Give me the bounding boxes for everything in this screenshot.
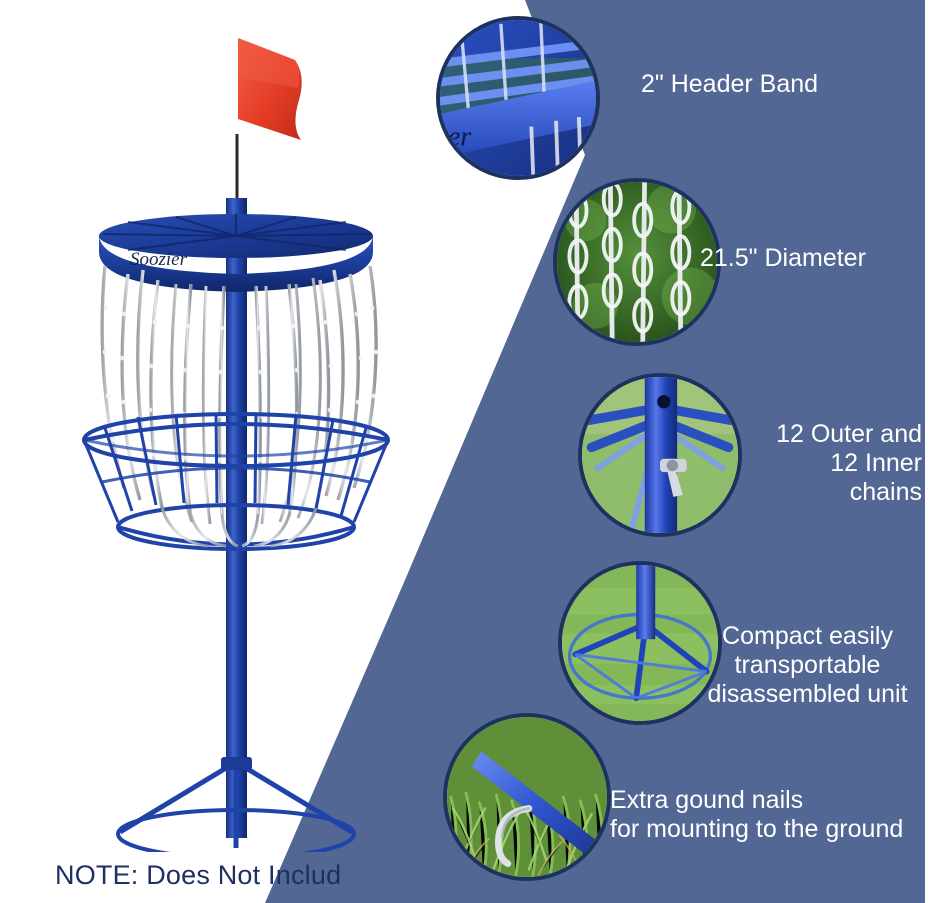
feature-label-diameter: 21.5" Diameter [700,244,866,272]
product-photo: Soozier [58,22,430,852]
feature-image-ground-nails [443,713,611,881]
feature-image-diameter [553,178,721,346]
feature-label-chain-count: 12 Outer and 12 Inner chains [776,420,922,506]
feature-label-transportable: Compact easily transportable disassemble… [707,622,908,708]
note-text: NOTE: Does Not Includ [55,860,342,890]
feature-label-header-band: 2" Header Band [641,70,819,98]
feature-image-header-band: er [436,16,600,180]
brand-script-text: Soozier [130,249,188,270]
feature-image-transportable [558,561,722,725]
feature-label-ground-nails: Extra gound nails for mounting to the gr… [610,786,904,843]
svg-text:er: er [448,122,473,153]
feature-image-chain-count [578,373,742,537]
